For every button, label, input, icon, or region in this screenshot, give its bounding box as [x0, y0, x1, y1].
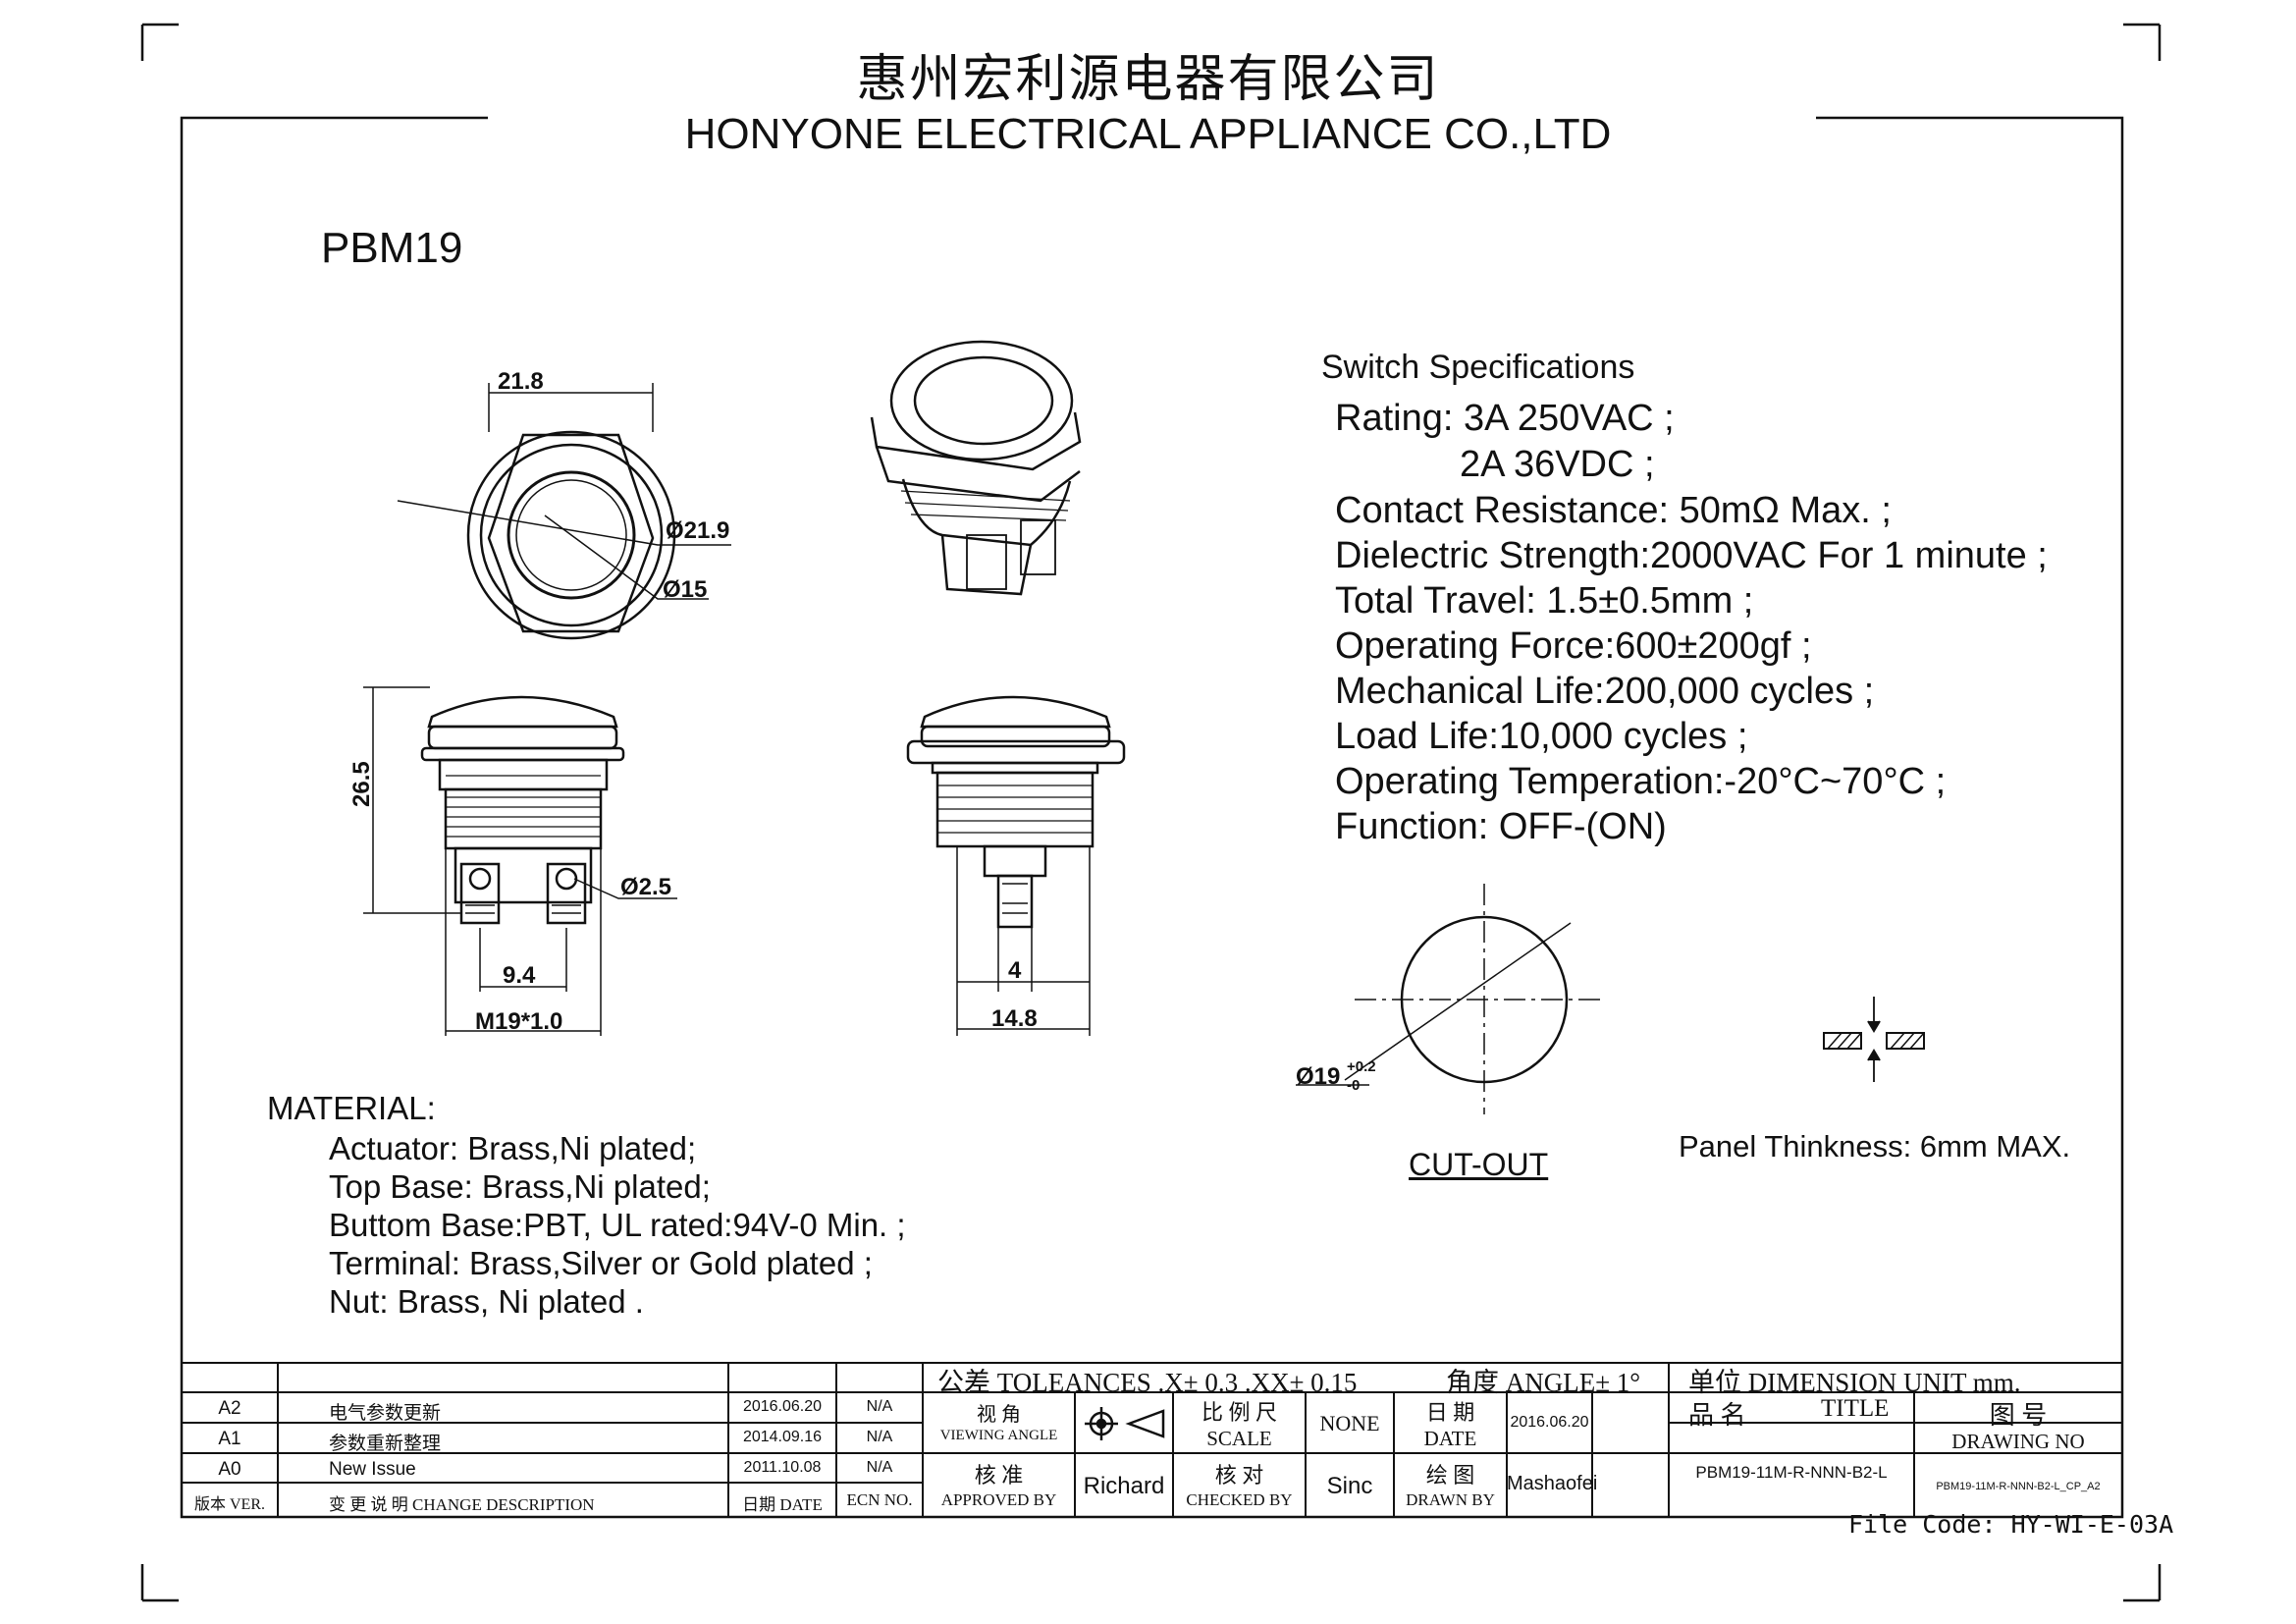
material-line: Buttom Base:PBT, UL rated:94V-0 Min. ;: [329, 1207, 906, 1243]
col-header-ver: 版本 VER.: [193, 1496, 265, 1513]
crop-mark-tl: [140, 23, 179, 61]
side-view-right: [906, 695, 1126, 1036]
rev-ecn: N/A: [866, 1398, 893, 1415]
dimension-unit: 单位 DIMENSION UNIT mm.: [1688, 1368, 2021, 1397]
dim-thread: M19*1.0: [475, 1008, 563, 1035]
rev-ecn: N/A: [866, 1459, 893, 1476]
perspective-view: [870, 340, 1082, 596]
file-code: File Code: HY-WI-E-03A: [1848, 1510, 2174, 1539]
company-name-cn: 惠州宏利源电器有限公司: [856, 50, 1440, 109]
title-value: PBM19-11M-R-NNN-B2-L: [1695, 1463, 1888, 1482]
rev-date: 2011.10.08: [743, 1459, 822, 1476]
approved-cn: 核 准: [974, 1463, 1024, 1488]
projection-symbol-icon: [1085, 1407, 1165, 1440]
panel-note: Panel Thinkness: 6mm MAX.: [1679, 1129, 2071, 1164]
angle-tolerance: 角度 ANGLE± 1°: [1446, 1368, 1641, 1397]
rev-ver: A0: [218, 1459, 241, 1480]
crop-mark-tr: [2123, 23, 2162, 61]
title-cn: 品 名: [1688, 1401, 1746, 1430]
model-number: PBM19: [321, 224, 463, 272]
dim-cutout-tol-minus: -0: [1347, 1077, 1361, 1094]
drawn-cn: 绘 图: [1425, 1463, 1475, 1488]
viewing-angle-cn: 视 角: [977, 1404, 1021, 1426]
spec-line: Contact Resistance: 50mΩ Max. ;: [1335, 490, 1892, 531]
dim-outer-dia: Ø21.9: [666, 517, 730, 544]
checked-cn: 核 对: [1214, 1463, 1264, 1488]
dim-cutout-tol-plus: +0.2: [1347, 1058, 1376, 1075]
dim-side-width: 14.8: [991, 1005, 1038, 1032]
dim-hex-width: 21.8: [498, 368, 544, 395]
cutout-drawing: [1296, 884, 1605, 1114]
side-view-left: [363, 686, 677, 1036]
spec-line: Load Life:10,000 cycles ;: [1335, 716, 1748, 757]
spec-line: Rating: 3A 250VAC ;: [1335, 398, 1675, 439]
crop-mark-bl: [140, 1564, 179, 1602]
panel-thickness-symbol: [1823, 997, 1925, 1082]
spec-line: Total Travel: 1.5±0.5mm ;: [1335, 580, 1754, 622]
scale-value: NONE: [1319, 1411, 1380, 1435]
rev-date: 2016.06.20: [742, 1398, 823, 1415]
dim-terminal-width: 4: [1008, 957, 1022, 984]
drawing-no-value: PBM19-11M-R-NNN-B2-L_CP_A2: [1936, 1481, 2101, 1492]
scale-en: SCALE: [1206, 1427, 1272, 1450]
viewing-angle-en: VIEWING ANGLE: [939, 1428, 1058, 1443]
crop-mark-br: [2123, 1564, 2162, 1602]
tolerances: 公差 TOLEANCES .X± 0.3 .XX± 0.15: [937, 1368, 1358, 1397]
dim-pin-spacing: 9.4: [503, 962, 536, 989]
col-header-date: 日期 DATE: [742, 1495, 823, 1514]
top-view: [397, 383, 731, 640]
dim-height: 26.5: [348, 761, 375, 807]
rev-desc: 参数重新整理: [329, 1434, 442, 1454]
col-header-ecn: ECN NO.: [846, 1490, 913, 1509]
title-en: TITLE: [1821, 1395, 1890, 1422]
rev-desc: New Issue: [329, 1459, 416, 1480]
checked-en: CHECKED BY: [1186, 1490, 1293, 1509]
spec-line: Mechanical Life:200,000 cycles ;: [1335, 671, 1875, 712]
dim-cutout-dia: Ø19: [1296, 1063, 1341, 1090]
dim-inner-dia: Ø15: [663, 576, 708, 603]
title-block-grid: [182, 1362, 2122, 1518]
drawn-value: Mashaofei: [1507, 1473, 1598, 1494]
material-line: Terminal: Brass,Silver or Gold plated ;: [329, 1245, 873, 1281]
material-line: Nut: Brass, Ni plated .: [329, 1283, 644, 1320]
dim-pin-dia: Ø2.5: [620, 874, 672, 900]
material-title: MATERIAL:: [267, 1090, 436, 1126]
cutout-label: CUT-OUT: [1409, 1147, 1549, 1182]
rev-ver: A2: [218, 1398, 241, 1419]
company-name-en: HONYONE ELECTRICAL APPLIANCE CO.,LTD: [684, 110, 1612, 158]
spec-title: Switch Specifications: [1321, 349, 1635, 386]
col-header-desc: 变 更 说 明 CHANGE DESCRIPTION: [329, 1495, 595, 1514]
material-line: Actuator: Brass,Ni plated;: [329, 1130, 697, 1166]
rev-ecn: N/A: [866, 1429, 893, 1445]
drawing-no-cn: 图 号: [1989, 1401, 2048, 1430]
drawing-no-en: DRAWING NO: [1951, 1430, 2085, 1453]
spec-line: Operating Temperation:-20°C~70°C ;: [1335, 761, 1947, 802]
rev-date: 2014.09.16: [742, 1429, 823, 1445]
date-en: DATE: [1423, 1427, 1477, 1450]
spec-line: 2A 36VDC ;: [1460, 444, 1655, 485]
approved-value: Richard: [1083, 1473, 1165, 1499]
approved-en: APPROVED BY: [940, 1490, 1057, 1509]
drawn-en: DRAWN BY: [1406, 1490, 1495, 1509]
date-cn: 日 期: [1425, 1400, 1475, 1425]
checked-value: Sinc: [1326, 1473, 1373, 1499]
scale-cn: 比 例 尺: [1201, 1400, 1277, 1425]
spec-line: Operating Force:600±200gf ;: [1335, 625, 1812, 667]
material-line: Top Base: Brass,Ni plated;: [329, 1168, 711, 1205]
date-value: 2016.06.20: [1510, 1414, 1589, 1431]
spec-line: Function: OFF-(ON): [1335, 806, 1667, 847]
spec-line: Dielectric Strength:2000VAC For 1 minute…: [1335, 535, 2048, 576]
rev-desc: 电气参数更新: [329, 1403, 442, 1424]
rev-ver: A1: [218, 1429, 241, 1449]
